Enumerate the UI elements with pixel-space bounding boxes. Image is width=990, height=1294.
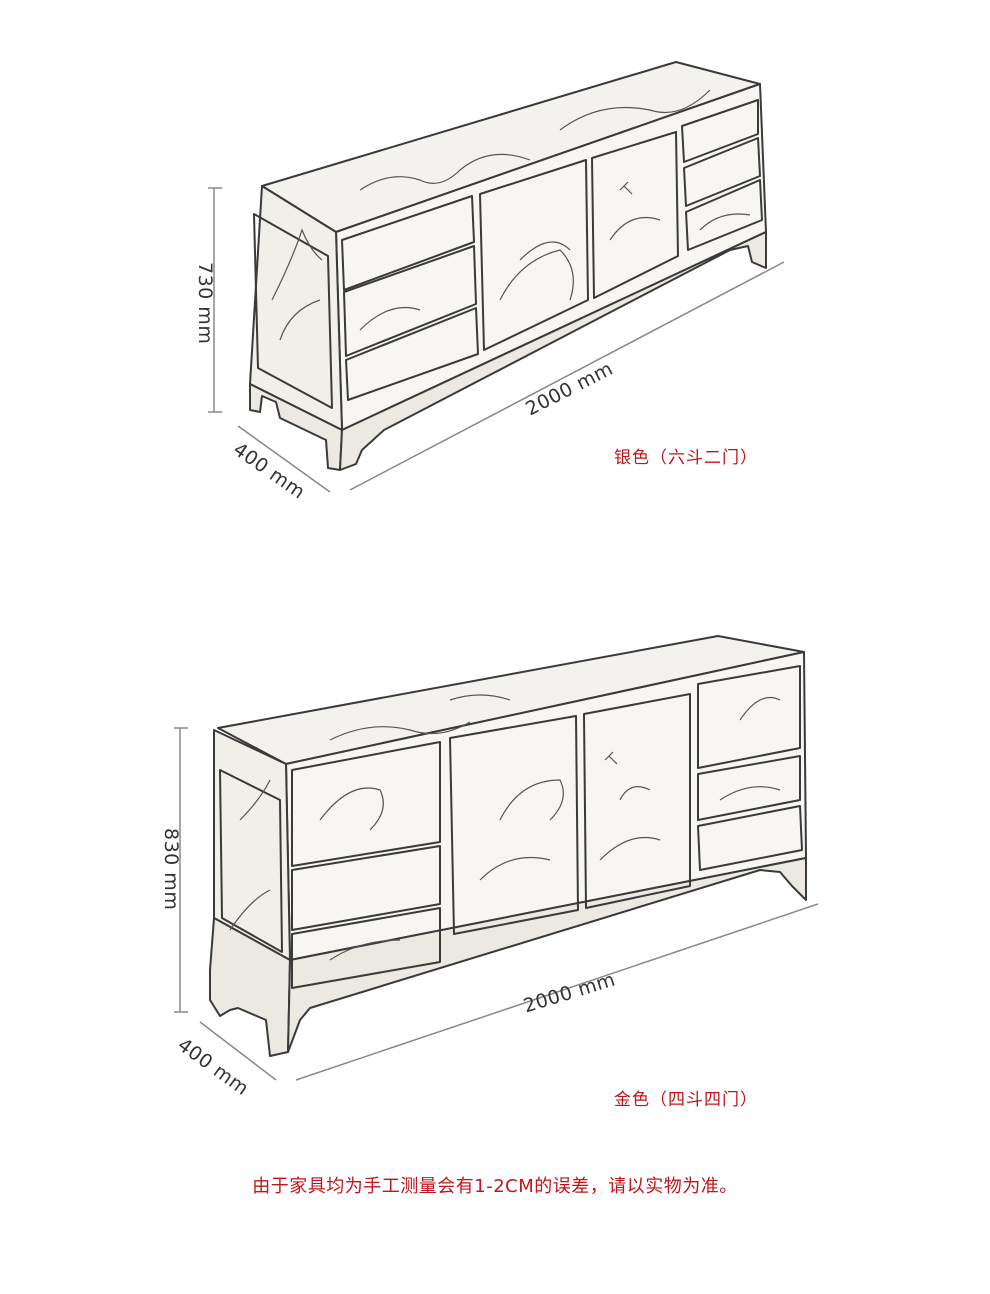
cabinet-silver-drawing: [208, 61, 785, 493]
width-dimension-line: [295, 903, 819, 1081]
height-label-gold: 830 mm: [160, 828, 182, 911]
width-dimension-line: [349, 261, 785, 491]
caption-gold: 金色（四斗四门）: [614, 1090, 758, 1110]
depth-dimension-line: [237, 425, 331, 493]
measurement-disclaimer: 由于家具均为手工测量会有1-2CM的误差，请以实物为准。: [252, 1176, 738, 1197]
caption-silver: 银色（六斗二门）: [614, 448, 758, 468]
depth-dimension-line: [199, 1021, 277, 1081]
cabinet-gold-drawing: [174, 635, 819, 1081]
